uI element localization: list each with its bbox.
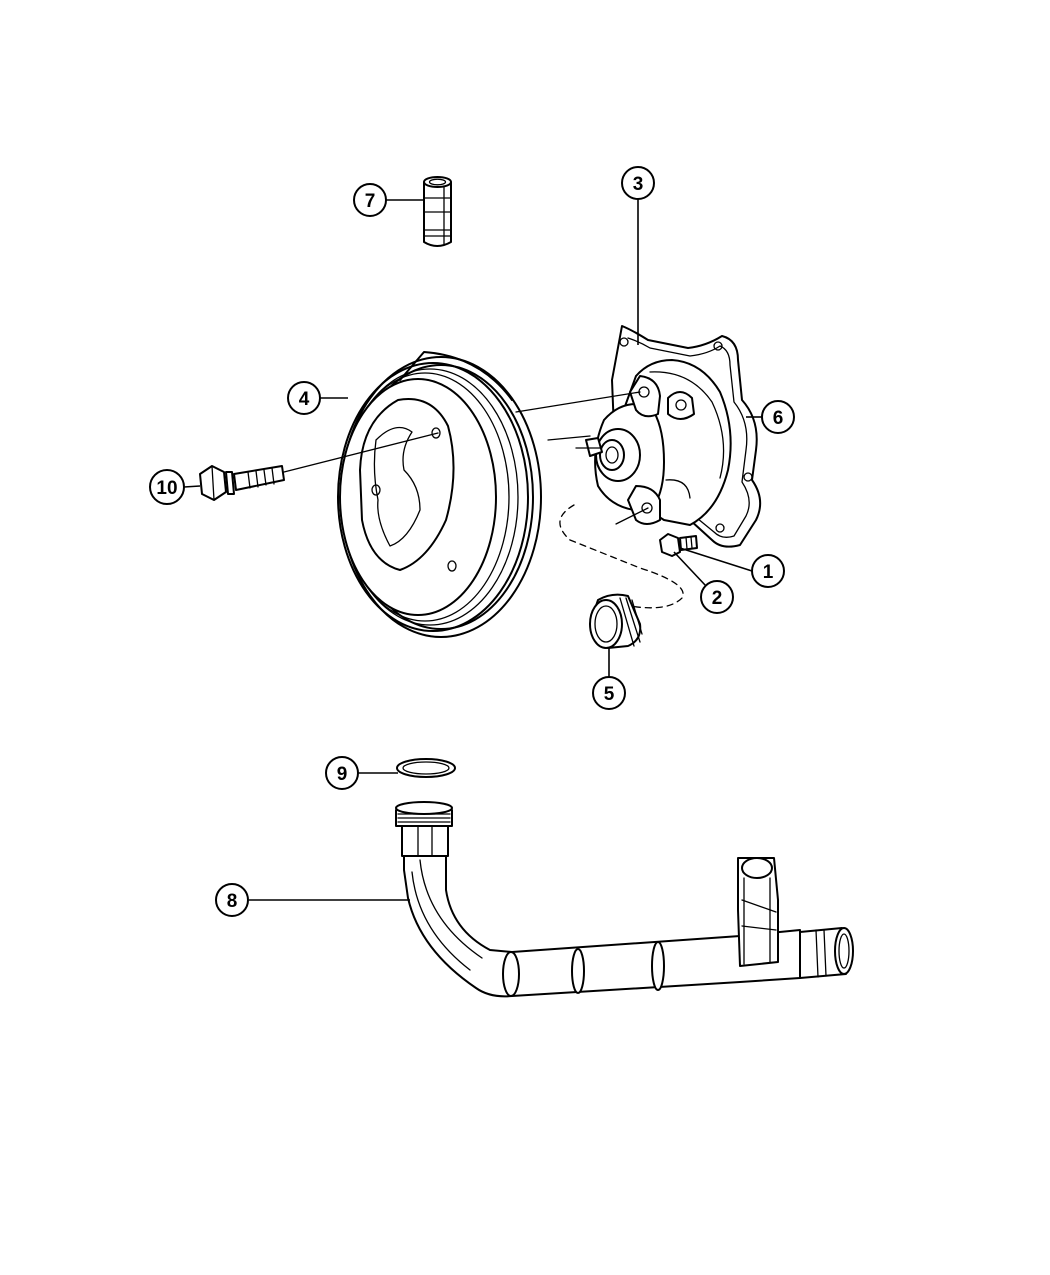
alignment-lines (283, 391, 649, 525)
callout-label: 3 (633, 174, 644, 195)
part-9-o-ring (396, 758, 456, 778)
callout-label: 10 (156, 478, 177, 499)
callout-4[interactable]: 4 (287, 381, 321, 415)
callout-10[interactable]: 10 (149, 469, 185, 505)
callout-7[interactable]: 7 (353, 183, 387, 217)
callout-5[interactable]: 5 (592, 676, 626, 710)
part-5-cap (589, 593, 643, 649)
part-1-bolt (659, 533, 698, 557)
part-8-coolant-tube (395, 801, 854, 998)
part-4-pulley (337, 351, 542, 638)
callout-2[interactable]: 2 (700, 580, 734, 614)
part-10-bolt (199, 465, 285, 501)
callout-1[interactable]: 1 (751, 554, 785, 588)
callout-label: 8 (227, 891, 238, 912)
part-7-coupling-tube (423, 176, 452, 247)
callout-8[interactable]: 8 (215, 883, 249, 917)
leader-lines (183, 198, 762, 901)
callout-6[interactable]: 6 (761, 400, 795, 434)
callout-label: 4 (299, 389, 310, 410)
callout-9[interactable]: 9 (325, 756, 359, 790)
callout-label: 7 (365, 191, 376, 212)
pump-hub (585, 375, 691, 525)
callout-label: 6 (773, 408, 784, 429)
callout-label: 9 (337, 764, 348, 785)
callout-label: 2 (712, 588, 723, 609)
callout-label: 1 (763, 562, 774, 583)
callout-3[interactable]: 3 (621, 166, 655, 200)
callout-label: 5 (604, 684, 615, 705)
dashed-assembly-path (559, 504, 684, 609)
